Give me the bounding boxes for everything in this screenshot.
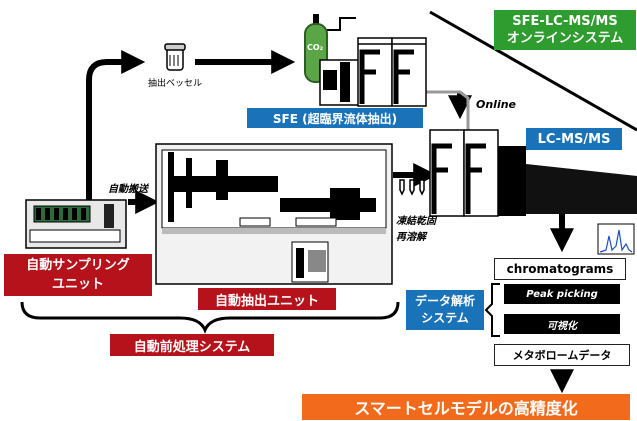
chromatogram-thumbnail-icon: [597, 223, 635, 255]
goal-banner: スマートセルモデルの高精度化: [302, 394, 630, 420]
auto-sampling-unit-label: 自動サンプリング ユニット: [4, 254, 152, 296]
data-analysis-line1: データ解析: [414, 294, 475, 308]
title-pointer-line: [429, 10, 637, 132]
data-analysis-label: データ解析 システム: [406, 290, 484, 330]
vials-icon: [399, 179, 425, 196]
auto-pretreatment-label: 自動前処理システム: [110, 334, 274, 356]
system-title-box: SFE-LC-MS/MS オンラインシステム: [494, 10, 636, 50]
co2-label: CO₂: [307, 43, 324, 52]
arrow-sampler-to-vessel: [86, 50, 146, 200]
system-title-line1: SFE-LC-MS/MS: [512, 14, 618, 29]
sfe-instrument: [319, 37, 427, 107]
redissolve-label: 再溶解: [396, 232, 426, 243]
lcmsms-label: LC-MS/MS: [526, 128, 622, 150]
chromatograms-box: chromatograms: [494, 258, 626, 280]
auto-sampler-machine: [25, 199, 127, 249]
auto-extraction-machine: [155, 143, 393, 285]
extraction-vessel-icon: [164, 43, 186, 71]
visualization-box: 可視化: [504, 314, 620, 334]
extraction-vessel-label: 抽出ベッセル: [148, 79, 203, 89]
peak-picking-box: Peak picking: [504, 284, 620, 304]
online-label: Online: [476, 98, 517, 111]
metabolome-data-box: メタボロームデータ: [494, 344, 630, 366]
sfe-label: SFE (超臨界流体抽出): [247, 108, 423, 128]
lcmsms-instrument: [429, 129, 637, 217]
data-analysis-line2: システム: [421, 311, 469, 325]
auto-sampling-line1: 自動サンプリング: [26, 258, 130, 273]
auto-sampling-line2: ユニット: [51, 277, 104, 292]
auto-extraction-unit-label: 自動抽出ユニット: [198, 288, 336, 310]
pretreatment-brace: [20, 301, 400, 334]
analysis-bracket: [484, 283, 500, 337]
auto-transfer-label: 自動搬送: [108, 184, 148, 195]
freeze-dry-label: 凍結乾固: [396, 216, 436, 227]
system-title-line2: オンラインシステム: [506, 31, 624, 46]
